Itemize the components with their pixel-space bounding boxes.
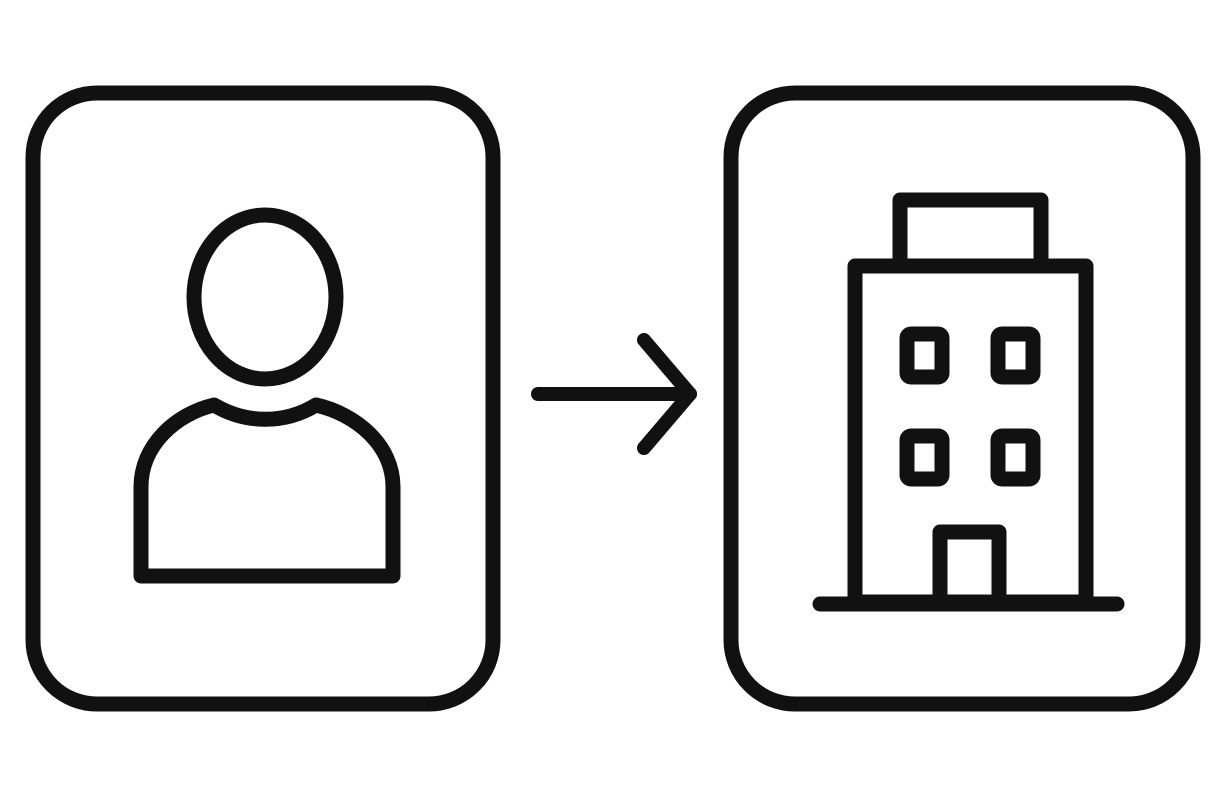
building-door [932, 524, 1007, 610]
building-card-frame [723, 85, 1201, 712]
building-top [892, 192, 1049, 274]
person-card-frame [25, 85, 501, 712]
person-icon [133, 207, 401, 584]
person-card [25, 85, 501, 712]
building-icon [812, 192, 1125, 612]
building-card [723, 85, 1201, 712]
arrow-right-icon [531, 333, 697, 455]
person-head [186, 207, 344, 387]
arrow-head [637, 333, 697, 455]
person-body [133, 397, 401, 584]
building-window [990, 326, 1041, 385]
building-window [899, 326, 950, 385]
building-main [847, 258, 1094, 610]
building-window [899, 428, 950, 487]
building-window [990, 428, 1041, 487]
